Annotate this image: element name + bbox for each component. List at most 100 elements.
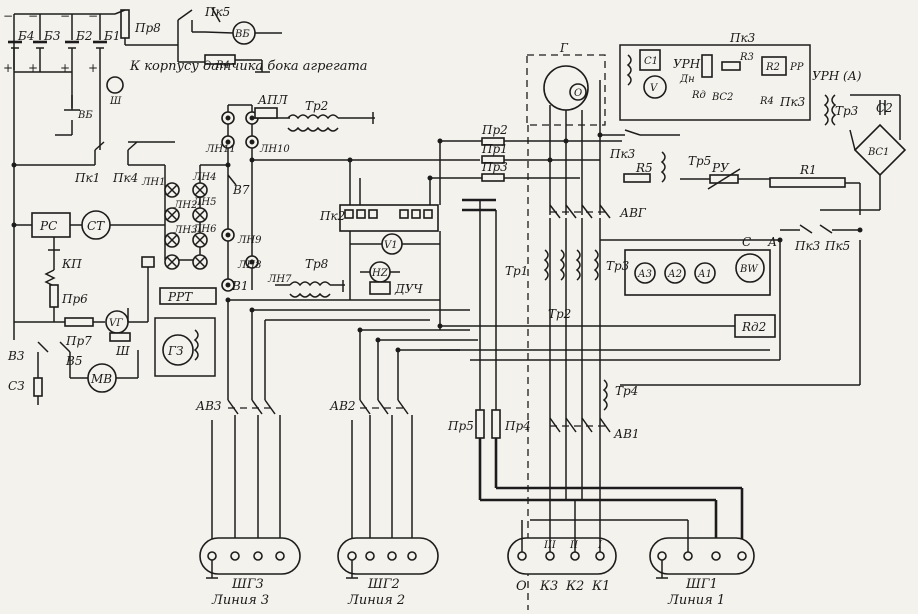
connector-shg1-id: ШГ1 [685, 577, 718, 592]
vb-meter-label: ВБ [234, 29, 250, 40]
ammeter-a1-label: А1 [697, 269, 712, 280]
ammeter-a1 [694, 262, 716, 284]
breaker-av3 [227, 399, 276, 415]
urn-a-label: УРН (А) [812, 69, 862, 83]
fuse-pr6-label: Пр6 [61, 292, 88, 306]
battery-b1-label: Б1 [103, 29, 120, 43]
fuse-pr5-label: Пр5 [447, 419, 474, 433]
regulator-ru-label: РУ [711, 161, 730, 175]
starter-st-label: СТ [87, 219, 105, 233]
minus-sign: − [3, 9, 13, 23]
meter-mini-square [141, 256, 155, 268]
ammeter-a3-label: А3 [637, 269, 652, 280]
connector-output-terminals [507, 537, 617, 575]
terminal-o: О [516, 579, 527, 594]
fuse-pr2-label: Пр2 [481, 123, 508, 137]
plus-sign: + [88, 61, 98, 75]
transformer-tr5-label: Тр5 [688, 154, 711, 168]
resistor-r2 [761, 56, 787, 76]
minus-sign: − [88, 9, 98, 23]
generator-o [569, 83, 587, 101]
battery-b3 [33, 40, 47, 72]
pk5-top-label: Пк5 [204, 5, 230, 19]
g3-box [154, 317, 216, 377]
switch-v7-label: В7 [232, 183, 250, 197]
switch-v5-label: В5 [65, 354, 82, 368]
transformer-tr8 [289, 281, 331, 287]
minus-sign: − [60, 9, 70, 23]
lamp-ln1 [164, 182, 180, 198]
urn-coil [701, 54, 713, 78]
lamp-ln7 [164, 254, 180, 270]
vs2-label: ВС2 [711, 92, 733, 103]
terminal-k1: К1 [591, 579, 610, 594]
transformer-tr3-label: Тр3 [606, 259, 630, 273]
fuse-pr3-label: Пр3 [481, 160, 508, 174]
pin-mark-ii: II [569, 540, 579, 551]
fuse-pr5 [475, 409, 485, 439]
battery-b1 [93, 40, 107, 150]
battery-b3-label: Б3 [43, 29, 61, 43]
generator-g3 [162, 334, 194, 366]
connector-shg3-line: Линия 3 [211, 593, 269, 608]
frequency-meter-nz-label: НZ [371, 268, 389, 279]
resistor-sz-label: СЗ [8, 379, 25, 393]
connector-shg1 [649, 537, 755, 579]
lamp-ln11-label: ЛН11 [205, 144, 236, 155]
lamp-ln10-label: ЛН10 [259, 144, 290, 155]
breaker-av1 [549, 417, 611, 433]
fuse-pr3 [481, 173, 505, 182]
lamp-ln9-label: ЛН9 [237, 235, 262, 246]
relay-ppt-label: РРТ [167, 290, 193, 304]
resistor-r3 [721, 61, 741, 71]
capacitor-c1-label: С1 [644, 56, 658, 67]
wattmeter-bw [735, 253, 765, 283]
switch-pk3-lower-label: Пк3 [794, 239, 821, 253]
lamp-ln8 [192, 254, 208, 270]
chassis-note-text: К корпусу датчика бока агрегата [129, 59, 368, 74]
connector-shg3-id: ШГ3 [231, 577, 264, 592]
plus-sign: + [28, 61, 38, 75]
terminal-k2: К2 [565, 579, 584, 594]
connector-shg3 [199, 537, 301, 579]
breaker-av2 [359, 399, 409, 415]
shunt-ring [106, 76, 124, 94]
chassis-note: К корпусу датчика бока агрегата [129, 59, 368, 74]
lamp-ln5-label: ЛН5 [192, 197, 216, 208]
breaker-apl-label: АПЛ [257, 93, 289, 107]
generator-g-label: Г [559, 41, 569, 55]
fuse-pr8-label: Пр8 [134, 21, 161, 35]
rectifier-vs1-label: ВС1 [867, 147, 889, 158]
transformer-tr1-label: Тр1 [505, 264, 528, 278]
resistor-r5-label: R5 [635, 161, 653, 175]
breaker-avg [549, 204, 611, 219]
ammeter-a2-label: А2 [667, 269, 682, 280]
lamp-ln4-label: ЛН4 [192, 172, 216, 183]
urn-dashed-frame [619, 44, 811, 121]
plus-sign: + [60, 61, 70, 75]
lamp-ln3 [164, 232, 180, 248]
battery-b2-label: Б2 [75, 29, 92, 43]
junction-dots [11, 132, 863, 353]
phase-c-label: С [742, 235, 751, 249]
meter-vg-label: VГ [109, 318, 123, 329]
breaker-apl [254, 107, 278, 119]
fuse-pr1-label: Пр1 [481, 142, 508, 156]
switch-v3-label: В3 [7, 349, 25, 363]
wattmeter-bw-label: BW [739, 264, 758, 275]
transformer-tr2b-label: Тр2 [548, 307, 571, 321]
lamp-ln7b [221, 278, 235, 292]
switch-pk1-label: Пк1 [74, 171, 100, 185]
minus-sign: − [28, 9, 38, 23]
resistor-r2-label: R2 [765, 62, 780, 73]
relay-ppt [159, 287, 217, 305]
lamp-ln5 [192, 207, 208, 223]
shunt-sh [109, 332, 131, 342]
generator-o-label: О [574, 88, 582, 99]
sensor-duch [369, 281, 391, 295]
breaker-av2-label: АВ2 [329, 399, 356, 413]
lamp-ln6-label: ЛН6 [192, 224, 217, 235]
voltmeter-v [643, 75, 667, 99]
generator-g3-label: ГЗ [167, 344, 183, 358]
